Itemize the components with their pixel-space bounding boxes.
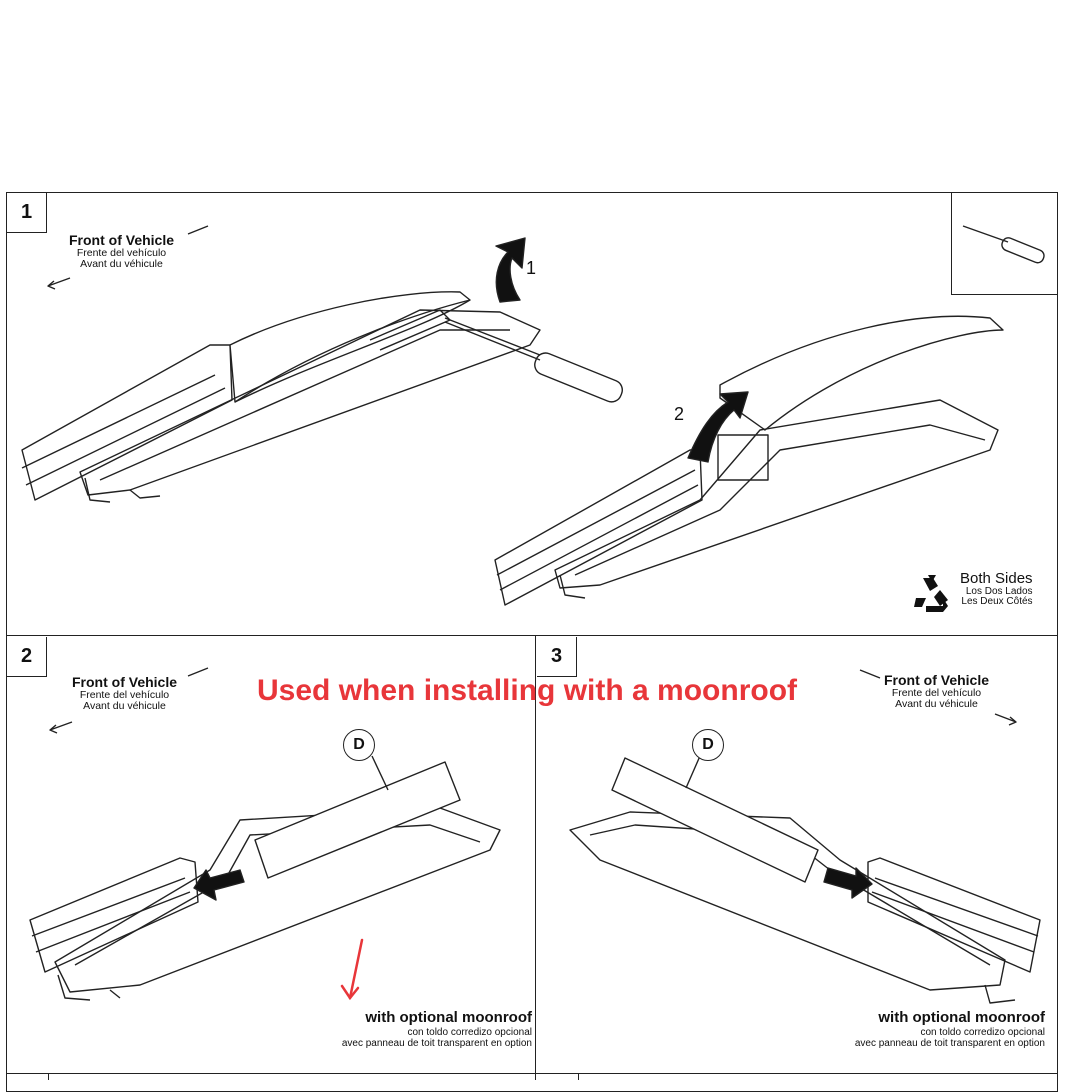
panel2-arrow-push: [193, 869, 245, 901]
required-tool-inset: [951, 193, 1058, 295]
caption-es: con toldo corredizo opcional: [920, 1026, 1045, 1038]
recycle-icon: [914, 575, 948, 612]
front-label-fr: Avant du véhicule: [80, 257, 163, 270]
bottom-step-box-edge-right: [578, 1073, 579, 1080]
callout-number-2: 2: [674, 404, 685, 424]
both-sides-note: Both Sides Los Dos Lados Les Deux Côtés: [960, 571, 1033, 608]
panel1-arrow-slide: [687, 391, 749, 463]
panel3-rail-illustration: [569, 757, 1041, 1004]
both-sides-fr: Les Deux Côtés: [961, 596, 1033, 608]
red-annotation-arrow: [340, 938, 364, 1001]
panel1-rail-illustration-right: [494, 315, 1004, 606]
panel3-front-arrow: [859, 669, 1017, 726]
caption-en: with optional moonroof: [365, 1009, 532, 1026]
step-number-1: 1: [7, 193, 47, 233]
panel1-screwdriver-illustration: [444, 317, 623, 403]
bottom-step-box-edge-left: [48, 1073, 49, 1080]
screwdriver-icon: [962, 225, 1045, 264]
front-label-es: Frente del vehículo: [79, 688, 170, 701]
panel-divider-horizontal: [6, 635, 1058, 636]
both-sides-en: Both Sides: [960, 570, 1033, 587]
panel1-front-arrow: [47, 225, 209, 290]
panel3-leader-line: [685, 755, 701, 789]
callout-number-1: 1: [526, 258, 537, 278]
front-label-fr: Avant du véhicule: [895, 697, 978, 710]
panel3-caption: with optional moonroof con toldo corredi…: [854, 1009, 1045, 1049]
panel2-rail-illustration: [29, 761, 501, 1001]
caption-fr: avec panneau de toit transparent en opti…: [854, 1037, 1045, 1049]
step-number-3: 3: [537, 637, 577, 677]
front-label-en: Front of Vehicle: [884, 672, 990, 688]
panel2-front-arrow: [49, 667, 209, 734]
panel-divider-vertical: [535, 635, 536, 1080]
both-sides-es: Los Dos Lados: [965, 585, 1033, 597]
part-d-label: D: [692, 729, 724, 761]
panel-divider-bottom: [6, 1073, 1058, 1074]
front-label-en: Front of Vehicle: [69, 232, 175, 248]
panel1-front-of-vehicle-label: Front of Vehicle Frente del vehículo Ava…: [69, 233, 174, 270]
panel3-front-of-vehicle-label: Front of Vehicle Frente del vehículo Ava…: [884, 673, 989, 710]
panel2-caption: with optional moonroof con toldo corredi…: [341, 1009, 532, 1049]
front-label-es: Frente del vehículo: [76, 246, 167, 259]
front-label-fr: Avant du véhicule: [83, 699, 166, 712]
panel3-arrow-push: [823, 867, 873, 899]
moonroof-annotation: Used when installing with a moonroof: [257, 674, 798, 707]
front-label-en: Front of Vehicle: [72, 674, 178, 690]
panel2-leader-line: [371, 755, 389, 791]
panel2-front-of-vehicle-label: Front of Vehicle Frente del vehículo Ava…: [72, 675, 177, 712]
panel1-rail-illustration: [21, 291, 541, 503]
caption-fr: avec panneau de toit transparent en opti…: [341, 1037, 532, 1049]
caption-es: con toldo corredizo opcional: [407, 1026, 532, 1038]
panel1-arrow-lift: [495, 237, 526, 303]
part-d-label: D: [343, 729, 375, 761]
step-number-2: 2: [7, 637, 47, 677]
caption-en: with optional moonroof: [878, 1009, 1045, 1026]
front-label-es: Frente del vehículo: [891, 686, 982, 699]
